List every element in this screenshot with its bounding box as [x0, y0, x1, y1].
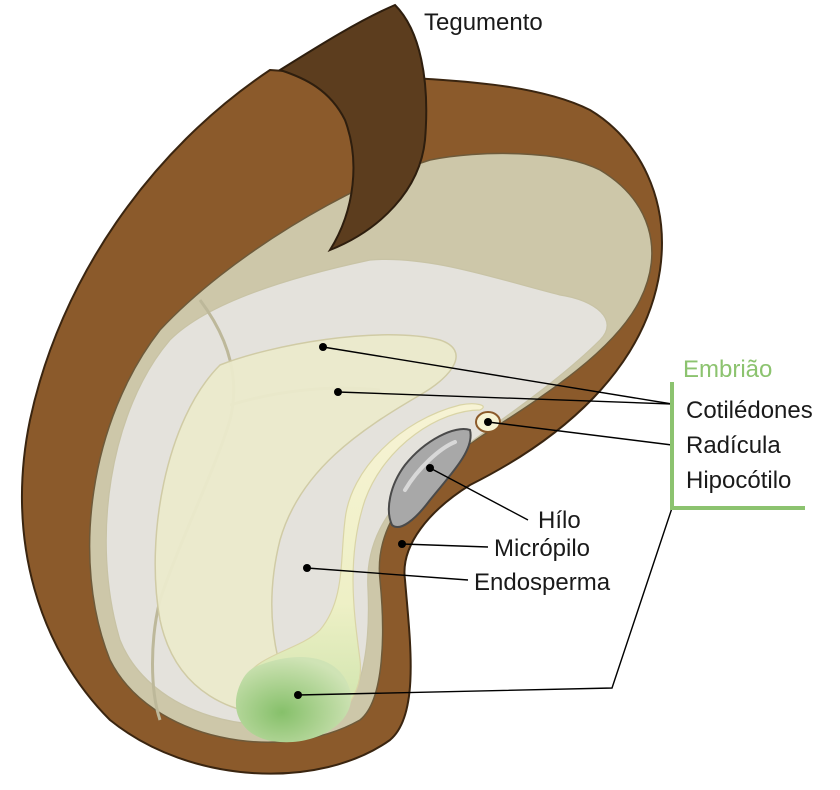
label-endosperma: Endosperma [474, 569, 611, 596]
dot-cotiledones-2 [334, 388, 342, 396]
dot-micropilo [398, 540, 406, 548]
label-hipocotilo: Hipocótilo [686, 467, 791, 494]
label-micropilo: Micrópilo [494, 535, 590, 562]
leader-hipocotilo [297, 507, 673, 696]
cotyledon-shape [154, 334, 457, 717]
radicle-shape [235, 657, 352, 743]
dot-hilo [426, 464, 434, 472]
label-tegumento: Tegumento [424, 9, 543, 36]
dot-hipocotilo [294, 691, 302, 699]
dot-radicula [484, 418, 492, 426]
leader-radicula [487, 421, 673, 446]
dot-cotiledones-1 [319, 343, 327, 351]
leader-cotiledones-1 [322, 346, 673, 405]
leader-micropilo [401, 543, 489, 548]
leader-hilo [429, 467, 529, 521]
label-embriao: Embrião [683, 356, 772, 383]
dot-endosperma [303, 564, 311, 572]
label-cotiledones: Cotilédones [686, 397, 813, 424]
hilum-shape [387, 428, 472, 528]
embryo-bracket [670, 382, 805, 510]
label-hilo: Hílo [538, 507, 581, 534]
leader-cotiledones-2 [337, 391, 673, 405]
label-radicula: Radícula [686, 432, 781, 459]
hilum-highlight [403, 440, 457, 492]
tegumento-flap-shape [277, 3, 428, 253]
leader-endosperma [306, 567, 469, 581]
